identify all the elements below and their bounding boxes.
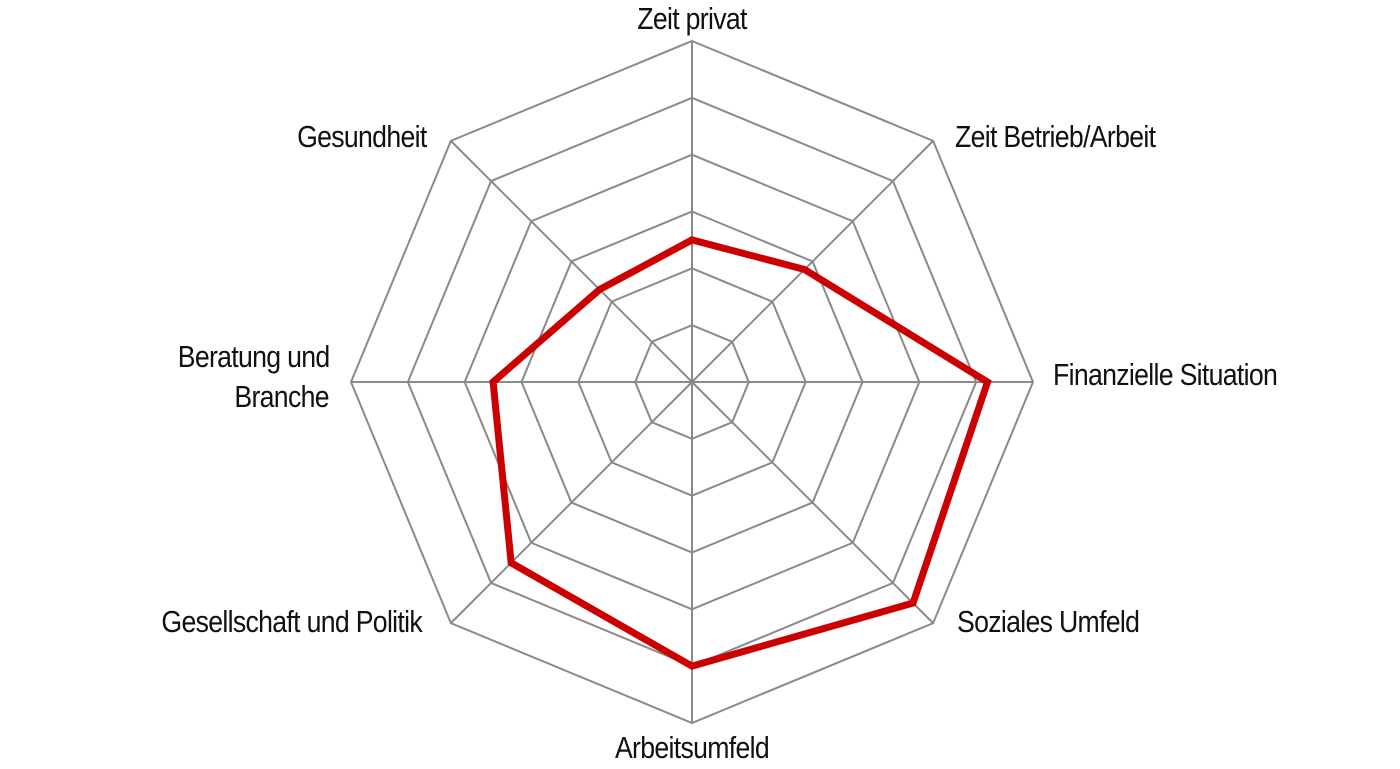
axis-spoke: [450, 381, 693, 624]
series-polygon: [489, 236, 992, 670]
axis-label-zeit-betrieb-arbeit: Zeit Betrieb/Arbeit: [955, 119, 1156, 154]
axis-label-gesundheit: Gesundheit: [297, 119, 428, 154]
axis-spoke: [691, 140, 934, 383]
axis-label-zeit-privat: Zeit privat: [637, 1, 747, 36]
radar-spokes: [351, 41, 1033, 723]
axis-spoke: [450, 140, 693, 383]
axis-label-gesellschaft-und-politik: Gesellschaft und Politik: [161, 604, 422, 639]
axis-spoke: [691, 381, 934, 624]
axis-label-beratung-und-branche-1: Beratung und: [178, 339, 331, 374]
axis-label-arbeitsumfeld: Arbeitsumfeld: [614, 730, 770, 765]
axis-label-beratung-und-branche-2: Branche: [234, 379, 330, 414]
axis-label-soziales-umfeld: Soziales Umfeld: [957, 604, 1140, 639]
axis-label-finanzielle-situation: Finanzielle Situation: [1053, 357, 1278, 392]
